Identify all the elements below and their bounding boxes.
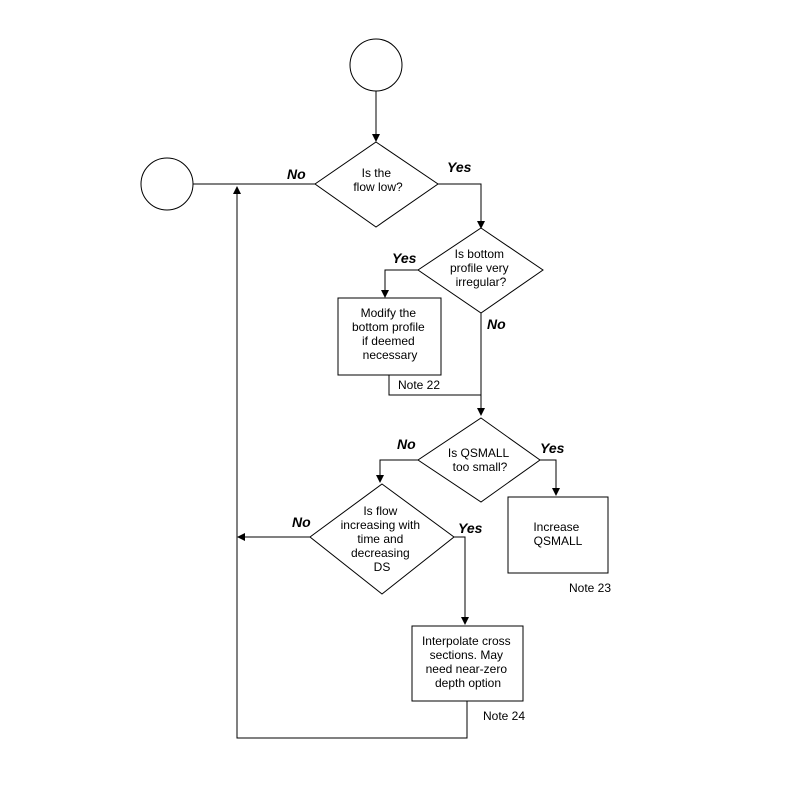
text-line: Is flow (363, 504, 397, 518)
connector-d3-no (379, 459, 418, 477)
arrowhead (233, 186, 241, 194)
branch-label-no: No (487, 316, 506, 332)
branch-label-no: No (397, 436, 416, 452)
decision-diamond (314, 141, 439, 228)
text-line: necessary (363, 348, 418, 362)
decision-flow-low: Is the flow low? (314, 141, 439, 228)
arrowhead (372, 134, 380, 142)
decision-diamond (417, 417, 541, 503)
note-label: Note 23 (569, 581, 611, 595)
decision-bottom-profile: Is bottom profile very irregular? (417, 227, 544, 314)
text-line: flow low? (353, 180, 403, 194)
text-line: if deemed (362, 334, 415, 348)
text-line: QSMALL (534, 534, 583, 548)
process-modify-profile: Modify the bottom profile if deemed nece… (337, 297, 442, 376)
branch-label-yes: Yes (392, 250, 417, 266)
branch-label-no: No (287, 166, 306, 182)
branch-label-yes: Yes (458, 520, 483, 536)
decision-diamond (309, 483, 455, 595)
arrowhead (376, 475, 384, 483)
text-line: decreasing (351, 546, 410, 560)
text-line: Is QSMALL (448, 446, 510, 460)
arrowhead (477, 408, 485, 416)
text-line: increasing with (341, 518, 420, 532)
decision-text: Is QSMALL too small? (448, 446, 512, 474)
branch-label-yes: Yes (540, 440, 565, 456)
decision-flow-increasing: Is flow increasing with time and decreas… (309, 483, 455, 595)
text-line: profile very (450, 261, 509, 275)
branch-label-no: No (292, 514, 311, 530)
text-line: Increase (533, 520, 579, 534)
decision-text: Is flow increasing with time and decreas… (341, 504, 424, 574)
connector-loop-back (236, 192, 468, 739)
text-line: bottom profile (352, 320, 425, 334)
process-box (337, 297, 442, 376)
note-label: Note 22 (398, 378, 440, 392)
text-line: Interpolate cross (422, 634, 511, 648)
note-label: Note 24 (483, 709, 525, 723)
decision-qsmall: Is QSMALL too small? (417, 417, 541, 503)
text-line: sections. May (430, 648, 503, 662)
process-increase-qsmall: Increase QSMALL (507, 496, 609, 574)
text-line: time and (357, 532, 403, 546)
text-line: too small? (453, 460, 508, 474)
decision-text: Is the flow low? (353, 166, 403, 194)
text-line: DS (374, 560, 391, 574)
text-line: Is the (362, 166, 392, 180)
start-connector-circle (349, 38, 403, 92)
text-line: need near-zero (426, 662, 508, 676)
connector-p1-merge (388, 375, 481, 396)
arrowhead (477, 221, 485, 229)
process-box (507, 496, 609, 574)
process-text: Increase QSMALL (533, 520, 582, 548)
text-line: irregular? (456, 275, 507, 289)
arrowhead (381, 290, 389, 298)
exit-connector-circle (140, 157, 194, 211)
decision-diamond (417, 227, 544, 314)
connector-d2-yes (384, 269, 418, 292)
connectors (193, 91, 560, 739)
arrowhead (552, 488, 560, 496)
process-text: Modify the bottom profile if deemed nece… (352, 306, 428, 362)
process-box (411, 625, 524, 702)
process-text: Interpolate cross sections. May need nea… (422, 634, 514, 690)
connector-d1-yes (438, 183, 482, 223)
decision-text: Is bottom profile very irregular? (450, 247, 512, 289)
text-line: Modify the (361, 306, 417, 320)
text-line: depth option (435, 676, 501, 690)
connector-d4-yes (454, 536, 466, 619)
branch-label-yes: Yes (447, 159, 472, 175)
process-interpolate: Interpolate cross sections. May need nea… (411, 625, 524, 702)
arrowhead (237, 533, 245, 541)
text-line: Is bottom (455, 247, 504, 261)
arrowhead (461, 617, 469, 625)
connector-d3-yes (540, 459, 557, 490)
